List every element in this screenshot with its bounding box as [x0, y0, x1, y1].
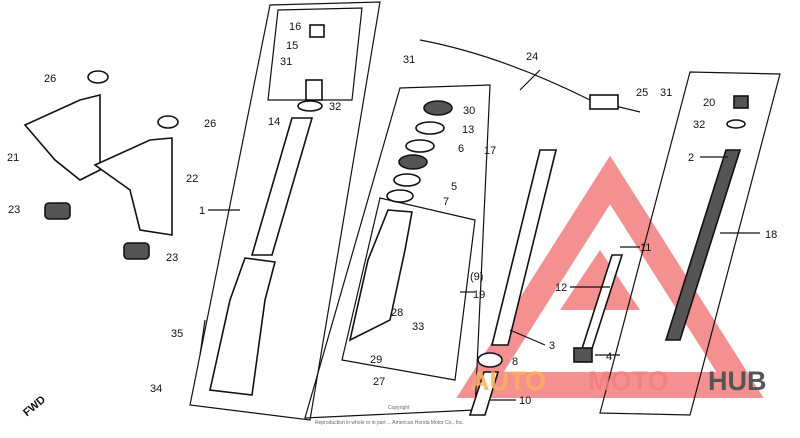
watermark-logo — [456, 155, 764, 398]
callout: 4 — [606, 351, 612, 363]
callout: 20 — [703, 97, 715, 109]
callout: 22 — [186, 173, 198, 185]
callout: 32 — [329, 101, 341, 113]
callout: 27 — [373, 376, 385, 388]
callout: 29 — [370, 354, 382, 366]
fork-assembly-outline-left — [189, 1, 381, 421]
callout: 23 — [8, 204, 20, 216]
leader-lines — [208, 69, 760, 401]
svg-text:HUB: HUB — [708, 366, 767, 396]
callout: 8 — [512, 356, 518, 368]
callout: 5 — [451, 181, 457, 193]
callout: 17 — [484, 145, 496, 157]
callout: 6 — [458, 143, 464, 155]
inner-tube-and-spring — [468, 149, 742, 416]
callout: 28 — [391, 307, 403, 319]
callout: 32 — [693, 119, 705, 131]
callout: 2 — [688, 152, 694, 164]
fork-tube-center — [348, 39, 749, 342]
callout: 25 — [636, 87, 648, 99]
callout: 30 — [463, 105, 475, 117]
callout: 21 — [7, 152, 19, 164]
fork-tube-left — [199, 24, 325, 396]
callout: 15 — [286, 40, 298, 52]
callout: 31 — [280, 56, 292, 68]
copyright-line: Reproduction in whole or in part ... Ame… — [315, 420, 464, 426]
svg-text:MOTO: MOTO — [588, 366, 669, 396]
sub-box-14 — [267, 7, 363, 101]
callout: 31 — [660, 87, 672, 99]
callout: 12 — [555, 282, 567, 294]
sub-box-19 — [341, 197, 476, 381]
fork-assembly-outline-right — [599, 71, 781, 416]
callout: 34 — [150, 383, 162, 395]
callout: 10 — [519, 395, 531, 407]
callout: 16 — [289, 21, 301, 33]
svg-text:AUTO: AUTO — [470, 366, 546, 396]
callout: 18 — [765, 229, 777, 241]
callout: 1 — [199, 205, 205, 217]
callout: 7 — [443, 196, 449, 208]
callout: 35 — [171, 328, 183, 340]
callout: 14 — [268, 116, 280, 128]
callout: 31 — [403, 54, 415, 66]
callout-qty: (9) — [470, 271, 483, 283]
callout: 26 — [204, 118, 216, 130]
copyright: Copyright — [388, 405, 410, 411]
callout: 3 — [549, 340, 555, 352]
callout: 24 — [526, 51, 538, 63]
callout: 26 — [44, 73, 56, 85]
callout: 19 — [473, 289, 485, 301]
callout: 13 — [462, 124, 474, 136]
fork-brackets — [23, 70, 179, 260]
callout: 23 — [166, 252, 178, 264]
callout: 11 — [640, 242, 651, 254]
callout: 33 — [412, 321, 424, 333]
fwd-label: FWD — [21, 394, 48, 419]
watermark-text: AUTO MOTO HUB — [470, 366, 767, 396]
